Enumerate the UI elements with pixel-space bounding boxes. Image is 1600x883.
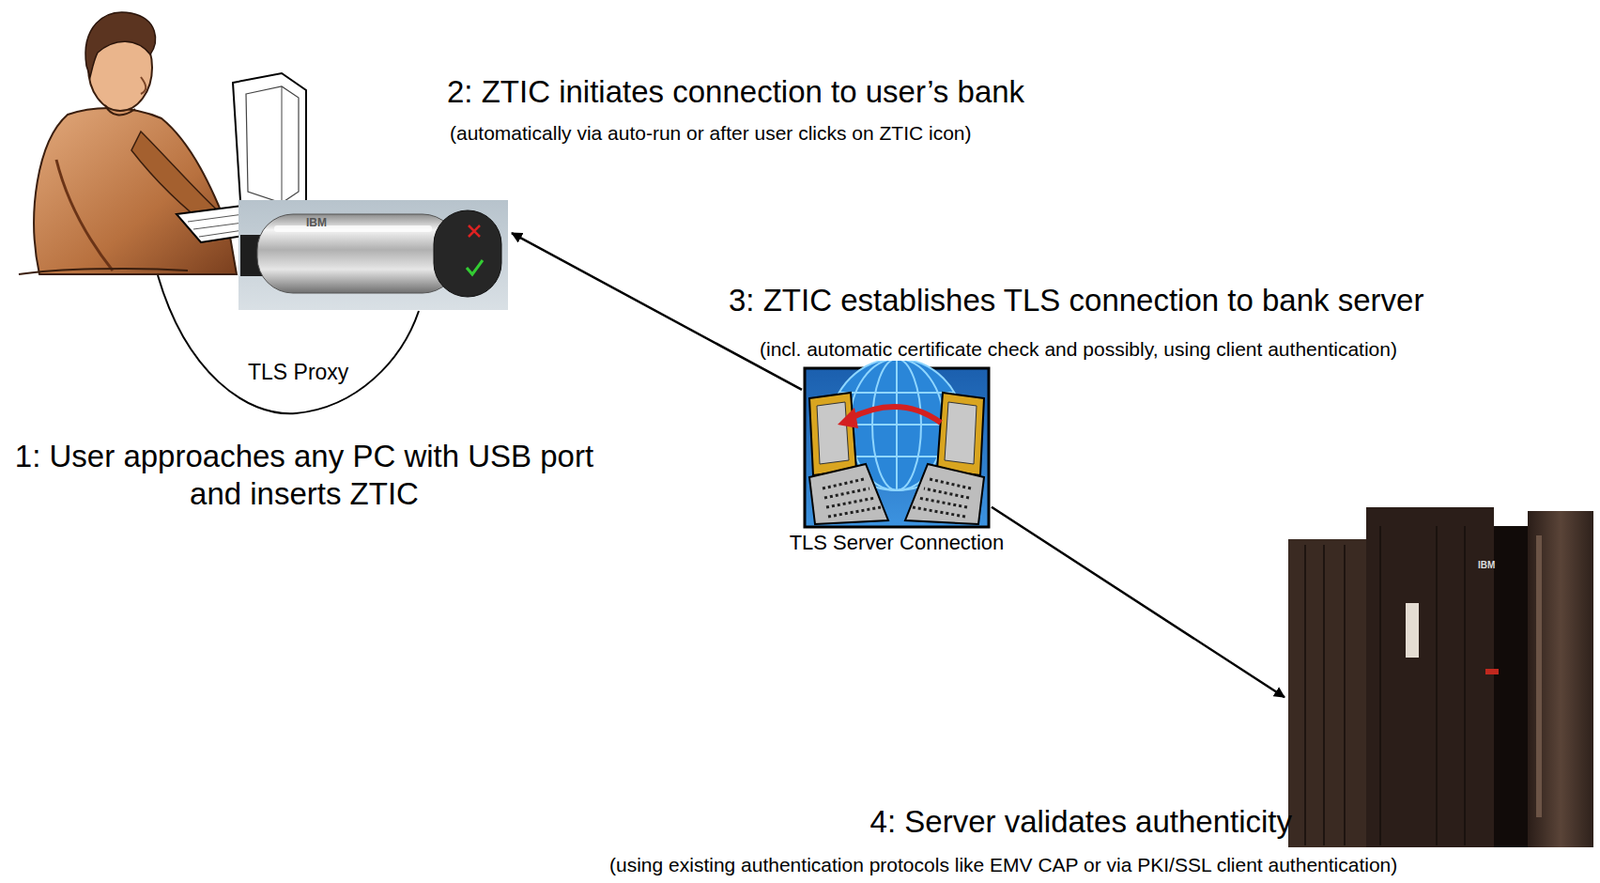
ztic-device-node: 1: User approaches any PC with USB port … <box>238 200 508 310</box>
ztic-usb-device-photo <box>238 200 508 310</box>
ztic-usb-device-photo <box>257 214 459 293</box>
step-caption: 3: ZTIC establishes TLS connection to ba… <box>728 281 1424 320</box>
bank-server-photo <box>1305 544 1345 846</box>
tls-connection-icon <box>809 392 857 476</box>
ztic-usb-device-photo <box>466 260 483 275</box>
ztic-usb-device-photo <box>238 200 508 310</box>
step-note: (using existing authentication protocols… <box>609 852 1398 877</box>
user-at-pc-clipart <box>56 159 113 271</box>
bank-server-node: 4: Server validates authenticity(using e… <box>1288 502 1597 850</box>
tls-connection-icon <box>837 407 859 429</box>
tls-connection-icon <box>937 392 985 476</box>
connector-arrow <box>991 507 1285 697</box>
user-at-pc-clipart <box>18 268 188 275</box>
user-at-pc-clipart <box>140 76 146 94</box>
bank-server-photo <box>1366 507 1494 847</box>
device-logo: IBM <box>306 215 327 230</box>
ztic-usb-device-photo <box>274 225 432 232</box>
tls-connection-icon <box>804 358 989 527</box>
step-note: (automatically via auto-run or after use… <box>449 121 972 145</box>
user-at-pc-clipart <box>105 105 136 115</box>
user-at-pc-clipart <box>85 12 155 77</box>
tls-connection-icon <box>822 478 881 517</box>
tls-connection-icon <box>809 463 889 524</box>
icon-caption: TLS Server Connection <box>786 530 1008 555</box>
tls-connection-icon <box>848 406 941 423</box>
user-at-pc-clipart <box>246 86 299 203</box>
bank-server-photo <box>1536 535 1542 817</box>
tls-connection-icon <box>905 463 985 524</box>
loop-label: TLS Proxy <box>245 359 352 386</box>
user-at-pc-clipart <box>232 73 307 216</box>
bank-server-photo <box>1405 602 1419 658</box>
step-note: (incl. automatic certificate check and p… <box>756 337 1400 361</box>
tls-connection-icon <box>944 401 977 464</box>
step-caption: 2: ZTIC initiates connection to user’s b… <box>446 73 1025 111</box>
bank-server-photo <box>1288 538 1368 847</box>
tls-connection-icon <box>816 401 849 464</box>
bank-server-photo <box>1493 525 1528 847</box>
ztic-usb-device-photo <box>468 225 480 237</box>
step-caption: 4: Server validates authenticity <box>870 802 1293 841</box>
step-caption: 1: User approaches any PC with USB port … <box>3 437 605 512</box>
bank-server-photo <box>1527 510 1594 847</box>
tls-connection-icon <box>912 478 971 517</box>
user-at-pc-clipart <box>281 86 283 203</box>
ztic-usb-device-photo <box>433 210 502 297</box>
bank-server-photo <box>1485 668 1499 675</box>
tls-icon-node: TLS Server Connection <box>803 367 990 528</box>
user-at-pc-clipart <box>33 107 237 275</box>
bank-server-photo <box>1288 507 1594 847</box>
server-logo: IBM <box>1477 559 1495 571</box>
bank-server-photo <box>1380 525 1465 846</box>
